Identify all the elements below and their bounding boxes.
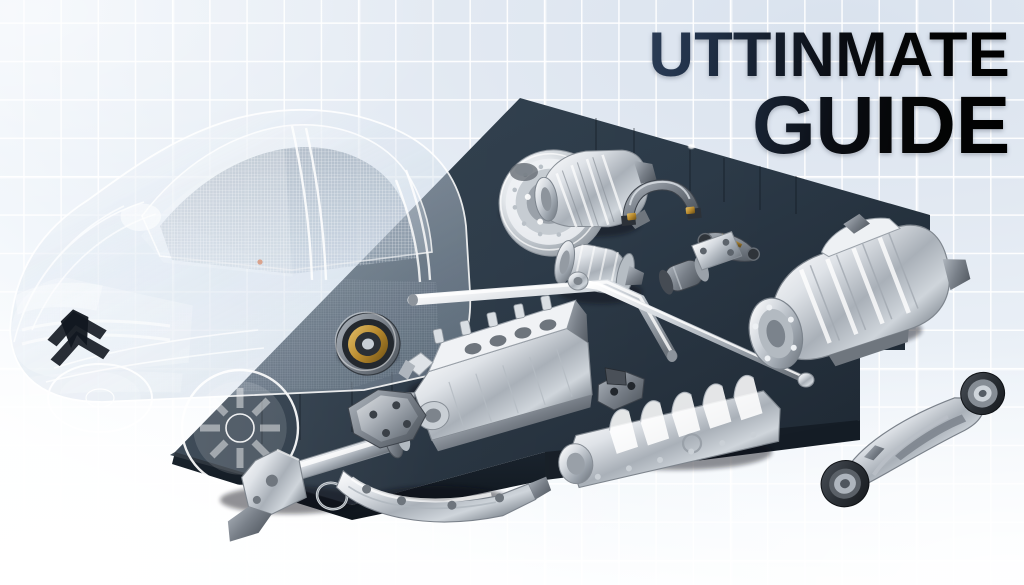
sensor-clip (604, 367, 627, 386)
engine-mount-plate (691, 231, 743, 271)
headline-line-1: UTTINMATE (648, 20, 1010, 90)
suspension-control-arm (820, 371, 1006, 508)
automatic-transmission (748, 213, 971, 370)
anti-roll-bar (407, 279, 678, 362)
engine-block (393, 295, 593, 452)
headline-specular-highlight (688, 144, 696, 149)
double-chevron-emblem (47, 309, 110, 367)
tie-rod (567, 271, 815, 388)
accent-dot (257, 259, 263, 265)
ghost-wireframe-car (0, 30, 512, 530)
intake-manifold (558, 375, 781, 489)
brake-caliper (621, 179, 702, 227)
crankshaft-pulley (334, 311, 401, 376)
headline-block: UTTINMATE GUIDE (648, 20, 1010, 167)
bolt-cap (510, 163, 538, 181)
front-wheel (47, 363, 153, 433)
headline-line-2: GUIDE (648, 85, 1010, 167)
forged-subframe-arm (335, 469, 552, 523)
cast-support-bracket (347, 389, 427, 449)
rear-wheel (180, 368, 300, 488)
compact-gearbox (534, 149, 657, 230)
